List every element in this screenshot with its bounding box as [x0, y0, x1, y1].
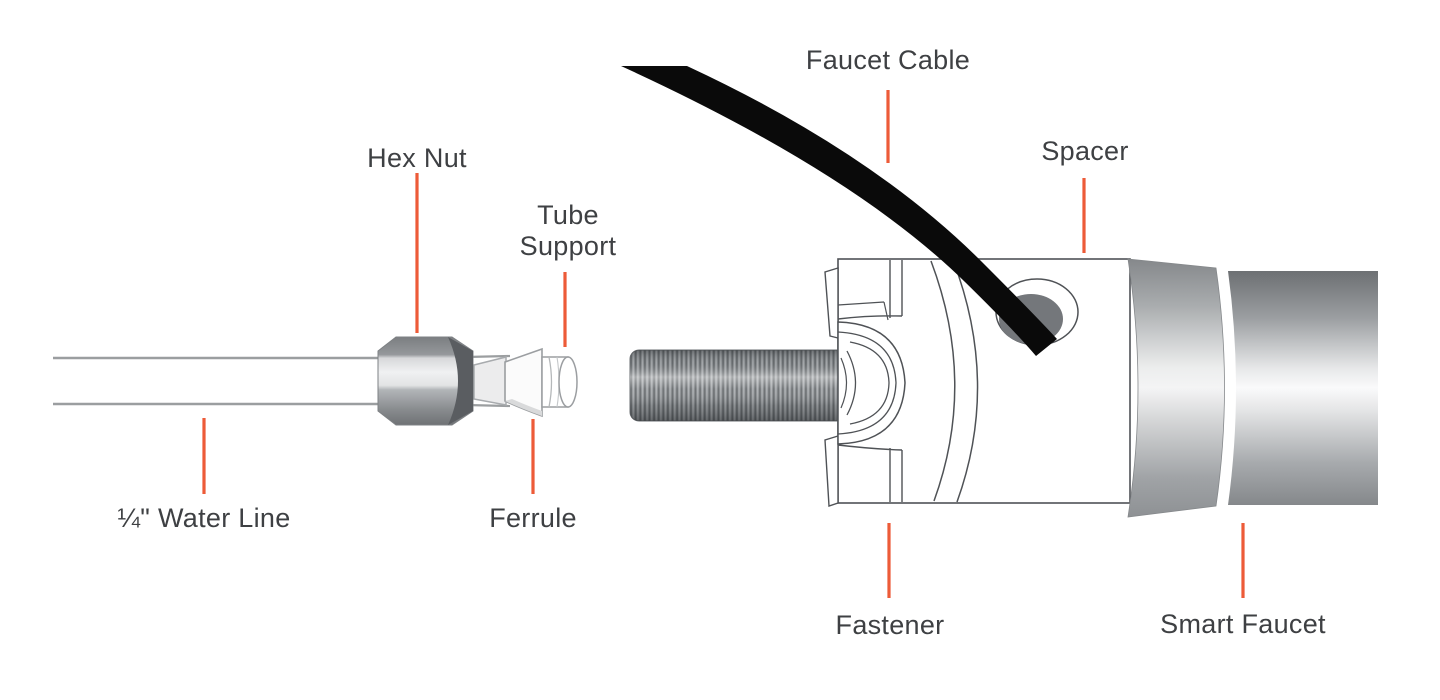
label-hex-nut: Hex Nut — [367, 143, 467, 173]
label-smart-faucet: Smart Faucet — [1160, 609, 1326, 639]
spacer — [1127, 258, 1225, 518]
hex-nut — [377, 336, 474, 426]
faucet-cable — [621, 66, 1057, 356]
ferrule — [504, 347, 578, 418]
tube-support-tip — [541, 356, 578, 408]
label-tube-support: Tube Support — [519, 200, 617, 262]
leader-lines — [202, 90, 1245, 598]
label-faucet-cable: Faucet Cable — [805, 45, 971, 75]
fastener-rim-arc — [952, 259, 979, 503]
fastener-collar — [837, 301, 906, 445]
threaded-shank — [629, 349, 851, 422]
fastener-bottom-tab — [824, 435, 839, 507]
hex-nut-chamfer — [448, 337, 473, 425]
label-fastener: Fastener — [835, 610, 945, 640]
label-water-line: ¼" Water Line — [117, 503, 291, 533]
fastener-rim-arc — [930, 260, 956, 502]
label-ferrule: Ferrule — [489, 503, 577, 533]
smart-faucet-body — [1228, 271, 1378, 505]
fastener-top-tab — [824, 267, 839, 339]
label-spacer: Spacer — [1041, 136, 1129, 166]
